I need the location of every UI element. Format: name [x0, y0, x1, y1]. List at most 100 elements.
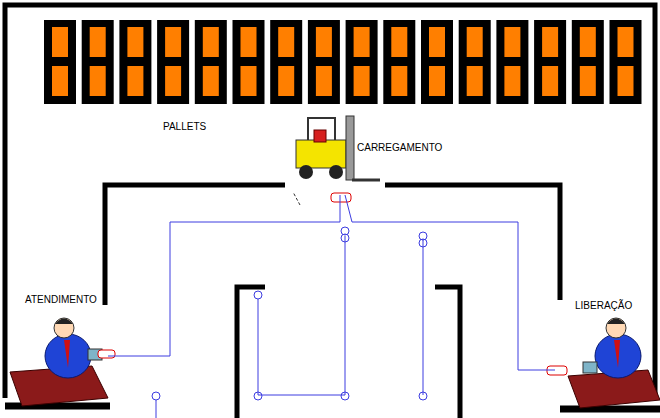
pallet-frame: [496, 20, 528, 104]
pallet: [127, 27, 143, 57]
pallet: [429, 27, 445, 57]
pallet: [241, 27, 257, 57]
walls: [5, 5, 660, 418]
pallet: [165, 27, 181, 57]
pallet-frame: [157, 20, 189, 104]
route-lines: [152, 227, 427, 418]
pallet: [391, 66, 407, 96]
pallet-column: [459, 20, 491, 104]
pallet: [467, 27, 483, 57]
pallet-column: [534, 20, 566, 104]
inner-wall: [560, 406, 660, 413]
pallet: [354, 66, 370, 96]
outer-wall: [5, 5, 655, 398]
route-line: [423, 240, 424, 395]
pallet: [90, 66, 106, 96]
pallet-column: [421, 20, 453, 104]
pallet-column: [157, 20, 189, 104]
release-figure: [547, 318, 660, 408]
forklift-wheel: [299, 165, 313, 179]
pallet-frame: [308, 20, 340, 104]
pallet: [580, 27, 596, 57]
loading-marker: [331, 193, 351, 202]
service-marker: [98, 350, 115, 358]
pallet: [203, 66, 219, 96]
pallet-column: [195, 20, 227, 104]
station-label: CARREGAMENTO: [357, 142, 442, 154]
pallet-column: [233, 20, 265, 104]
station-area: CARREGAMENTO: [288, 112, 446, 195]
route-point: [254, 291, 262, 299]
flow-connector: [108, 195, 340, 356]
pallet: [90, 27, 106, 57]
pallet: [316, 27, 332, 57]
pallet: [504, 66, 520, 96]
route-point: [419, 239, 427, 247]
pallet-column: [496, 20, 528, 104]
flow-connector: [345, 195, 555, 370]
pallet: [165, 66, 181, 96]
person-tie: [64, 340, 70, 368]
station-area: ATENDIMENTO: [12, 290, 108, 402]
route-point: [254, 392, 262, 400]
pallet: [127, 66, 143, 96]
forklift-body: [296, 140, 346, 168]
pallet: [542, 66, 558, 96]
pallet-column: [610, 20, 642, 104]
person-body: [45, 334, 91, 378]
person-hair: [55, 319, 73, 325]
person-body: [595, 334, 641, 378]
route-point: [341, 234, 349, 242]
pallet-frame: [233, 20, 265, 104]
inner-wall: [435, 287, 460, 418]
station-label: ATENDIMENTO: [25, 294, 97, 306]
route-line: [156, 400, 157, 418]
pallet: [52, 27, 68, 57]
pallet-frame: [44, 20, 76, 104]
pallet-frame: [534, 20, 566, 104]
attendant-figure: [10, 318, 115, 406]
person-head: [606, 318, 626, 338]
person-hand: [583, 362, 597, 373]
pallet-column: [383, 20, 415, 104]
pallet-frame: [270, 20, 302, 104]
pallet-column: [346, 20, 378, 104]
person-hair: [607, 319, 625, 325]
pallet: [429, 66, 445, 96]
pallet: [354, 27, 370, 57]
pallet-frame: [459, 20, 491, 104]
pallet-column: [82, 20, 114, 104]
inner-wall: [237, 287, 265, 418]
person-tie: [614, 340, 620, 368]
forklift-figure: [293, 116, 380, 205]
pallet-rack: [44, 20, 642, 104]
pallet-column: [572, 20, 604, 104]
pallet-frame: [195, 20, 227, 104]
route-point: [152, 392, 160, 400]
pallet-frame: [82, 20, 114, 104]
pallet-frame: [572, 20, 604, 104]
pallet: [391, 27, 407, 57]
pallet: [618, 27, 634, 57]
pallet-column: [308, 20, 340, 104]
pallet: [52, 66, 68, 96]
pallet: [467, 66, 483, 96]
pallet-column: [44, 20, 76, 104]
pallet-frame: [421, 20, 453, 104]
route-point: [419, 392, 427, 400]
pallet: [618, 66, 634, 96]
person-head: [54, 318, 74, 338]
area-label: PALLETS: [163, 121, 206, 133]
pallet: [203, 27, 219, 57]
station-label: LIBERAÇÃO: [575, 300, 632, 312]
route-line: [258, 236, 345, 395]
forklift-fork: [352, 179, 380, 182]
inner-wall: [385, 185, 560, 300]
forklift-trail: [293, 192, 300, 205]
forklift-wheel: [329, 165, 343, 179]
pallet: [542, 27, 558, 57]
pallet-frame: [346, 20, 378, 104]
